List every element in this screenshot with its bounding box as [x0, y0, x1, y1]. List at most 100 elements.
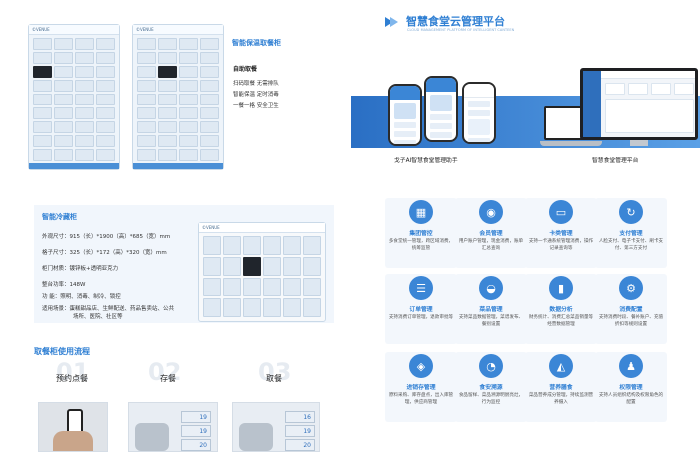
- locker-door: [179, 93, 198, 106]
- door-number: 19: [181, 411, 211, 423]
- locker-door: [158, 38, 177, 50]
- locker-door: [96, 149, 115, 161]
- fridge-spec-4: 整台功率：148W: [42, 282, 86, 288]
- locker-door: [243, 277, 261, 297]
- locker-door: [203, 277, 221, 297]
- fridge-brand: ©VENUE: [199, 223, 325, 233]
- locker-door: [303, 298, 321, 317]
- locker-door: [96, 79, 115, 92]
- locker-door: [303, 256, 321, 276]
- locker-door: [158, 121, 177, 134]
- feature-title: 会员管理: [479, 231, 503, 237]
- locker-door: [54, 121, 73, 134]
- locker-door: [158, 51, 177, 64]
- platform-caption-left: 戈子AI智慧食堂管理助手: [394, 158, 458, 164]
- fridge-spec-6: 适用场景：蛋糕甜品店、生鲜配送、药品售卖站、公共: [42, 306, 175, 312]
- fridge-grid: [203, 236, 321, 317]
- locker-screen: [158, 65, 177, 78]
- locker-door: [75, 79, 94, 92]
- fridge-spec-2: 格子尺寸：325（长）*172（高）*320（宽）mm: [42, 250, 167, 256]
- step-1-number: 01: [56, 358, 90, 386]
- platform-caption-right: 智慧食堂管理平台: [592, 158, 639, 164]
- feature-item: ◔食安溯源食品留样、菜品溯源明厨亮灶，行为监控: [456, 354, 526, 406]
- locker-brand: ©VENUE: [133, 25, 223, 35]
- feature-item: ☰订单管理支持消费订单管理，退款审批等: [386, 276, 456, 322]
- locker-door: [96, 93, 115, 106]
- feature-desc: 支持消费订单管理，退款审批等: [388, 315, 454, 320]
- feature-item: ▦集团管控多食堂统一管理，跨区域消费，统筹监管: [386, 200, 456, 252]
- fridge-spec-5: 功 能：照明、消毒、制冷、锁控: [42, 294, 121, 300]
- platform-logo-icon: [383, 14, 399, 30]
- feature-title: 菜品管理: [479, 307, 503, 313]
- feature-title: 支付管理: [619, 231, 643, 237]
- locker-door: [200, 38, 219, 50]
- locker-door: [75, 38, 94, 50]
- phone-3: [462, 82, 496, 144]
- platform-title: 智慧食堂云管理平台: [406, 15, 505, 28]
- locker-base: [133, 163, 223, 169]
- locker-line-1: 扫码取餐 无需排队: [233, 81, 279, 87]
- locker-door: [137, 65, 156, 78]
- locker-door: [75, 51, 94, 64]
- locker-door: [200, 149, 219, 161]
- step-3-number: 03: [258, 358, 292, 386]
- feature-item: ◒菜品管理支持菜品数据管理，菜谱发布、餐别设置: [456, 276, 526, 328]
- feature-desc: 支持消费时段、餐补账户、充值折扣等规则设置: [598, 315, 664, 327]
- feature-item: ♟权限管理支持人员组织结构及权限角色的配置: [596, 354, 666, 406]
- feature-title: 集团管控: [409, 231, 433, 237]
- dish-icon: ◒: [479, 276, 503, 300]
- feature-title: 订单管理: [409, 307, 433, 313]
- locker-door: [179, 79, 198, 92]
- locker-screen: [33, 65, 52, 78]
- locker-door: [137, 38, 156, 50]
- locker-door: [179, 65, 198, 78]
- feature-item: ↻支付管理人脸支付、电子卡支付、刷卡支付、第三方支付: [596, 200, 666, 252]
- locker-door: [263, 236, 281, 255]
- locker-door: [137, 135, 156, 148]
- locker-grid: [33, 38, 115, 161]
- locker-door: [33, 79, 52, 92]
- locker-door: [33, 107, 52, 120]
- locker-door: [33, 121, 52, 134]
- hand-image: [239, 423, 273, 451]
- feature-title: 进销存管理: [406, 385, 436, 391]
- door-number: 20: [285, 439, 315, 451]
- feature-desc: 原料采购、库存盘点，出入库管理，供应商管理: [388, 393, 454, 405]
- feature-desc: 用户账户管理，现金消费，账单汇总查询: [458, 239, 524, 251]
- locker-door: [33, 149, 52, 161]
- locker-door: [263, 298, 281, 317]
- fridge-spec-1: 外观尺寸：915（长）*1900（高）*685（宽）mm: [42, 234, 171, 240]
- locker-door: [283, 277, 301, 297]
- locker-door: [54, 79, 73, 92]
- feature-title: 食安溯源: [479, 385, 503, 391]
- feature-title: 权限管理: [619, 385, 643, 391]
- settings-icon: ⚙: [619, 276, 643, 300]
- locker-right: ©VENUE: [132, 24, 224, 170]
- locker-door: [137, 149, 156, 161]
- locker-screen: [243, 256, 261, 276]
- locker-door: [137, 121, 156, 134]
- locker-door: [96, 51, 115, 64]
- door-number: 16: [285, 411, 315, 423]
- step-3-label: 取餐: [266, 374, 282, 383]
- locker-door: [203, 256, 221, 276]
- locker-door: [223, 277, 241, 297]
- fridge-spec-7: 场所、医院、社区等: [73, 314, 123, 320]
- locker-line-3: 一餐一格 安全卫生: [233, 103, 279, 109]
- locker-door: [75, 149, 94, 161]
- locker-door: [54, 93, 73, 106]
- locker-door: [200, 135, 219, 148]
- locker-door: [263, 256, 281, 276]
- locker-door: [200, 107, 219, 120]
- locker-line-2: 智能保温 定时消毒: [233, 92, 279, 98]
- locker-door: [203, 298, 221, 317]
- locker-door: [96, 135, 115, 148]
- door-number: 19: [285, 425, 315, 437]
- phone-1: [388, 84, 422, 146]
- locker-door: [158, 135, 177, 148]
- locker-door: [263, 277, 281, 297]
- feature-desc: 多食堂统一管理，跨区域消费，统筹监管: [388, 239, 454, 251]
- feature-title: 数据分析: [549, 307, 573, 313]
- locker-base: [29, 163, 119, 169]
